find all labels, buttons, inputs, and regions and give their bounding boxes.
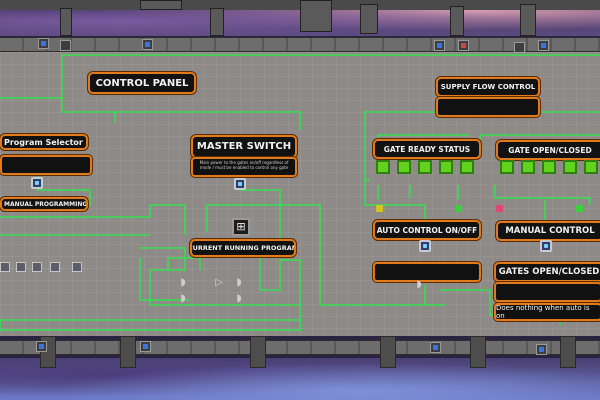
program-button[interactable] xyxy=(32,262,42,272)
manual-programming-label: MANUAL PROGRAMMING ON/OFF xyxy=(0,197,88,211)
hull-pillar xyxy=(450,6,464,36)
logic-gate-icon[interactable]: ▷ xyxy=(215,277,223,288)
program-button[interactable] xyxy=(16,262,26,272)
conduit-port xyxy=(434,40,445,51)
master-switch-label: MASTER SWITCH xyxy=(191,135,297,158)
hull-pillar xyxy=(360,4,378,34)
conduit-port xyxy=(142,39,153,50)
conduit-port xyxy=(36,341,47,352)
wire xyxy=(61,98,301,130)
hull-panel xyxy=(140,0,182,10)
current-running-program-label: CURRENT RUNNING PROGRAM xyxy=(190,239,296,257)
program-button[interactable] xyxy=(0,262,10,272)
gate-open-block xyxy=(521,160,535,174)
program-selector-label: Program Selector xyxy=(0,134,88,150)
program-button[interactable] xyxy=(72,262,82,272)
conduit-port xyxy=(38,38,49,49)
gate-open-closed-label: GATE OPEN/CLOSED xyxy=(496,140,600,160)
status-led xyxy=(376,205,383,212)
conduit-port xyxy=(60,40,71,51)
supply-flow-control-label: SUPPLY FLOW CONTROL xyxy=(436,77,540,97)
status-led xyxy=(455,205,462,212)
status-led xyxy=(576,205,583,212)
wire xyxy=(139,258,190,301)
conduit-port xyxy=(538,40,549,51)
gate-ready-block xyxy=(418,160,432,174)
space-background-bottom xyxy=(0,358,600,400)
master-switch-desc: Main power to the gates on/off regardles… xyxy=(191,157,297,177)
auto-control-sensor-icon[interactable] xyxy=(419,240,431,252)
gate-open-block xyxy=(542,160,556,174)
conduit-port xyxy=(514,42,525,53)
does-nothing-note: Does nothing when auto is on xyxy=(494,303,600,321)
hull-pillar xyxy=(520,4,536,36)
auto-control-label: AUTO CONTROL ON/OFF xyxy=(373,220,481,240)
wire xyxy=(167,257,201,270)
conduit-port xyxy=(430,342,441,353)
lower-strut xyxy=(250,336,266,368)
gate-ready-block xyxy=(376,160,390,174)
lower-strut xyxy=(120,336,136,368)
hull-pillar xyxy=(300,0,332,32)
gate-ready-status-label: GATE READY STATUS xyxy=(373,139,481,159)
wire xyxy=(206,204,445,306)
lower-strut xyxy=(560,336,576,368)
logic-gate-icon[interactable]: ◗ xyxy=(236,293,242,304)
conduit-port xyxy=(458,40,469,51)
conduit-port xyxy=(536,344,547,355)
gate-ready-block xyxy=(439,160,453,174)
program-selector-sensor-icon[interactable] xyxy=(31,177,43,189)
gate-open-block xyxy=(584,160,598,174)
gate-ready-block xyxy=(397,160,411,174)
wire xyxy=(0,54,600,99)
wire xyxy=(479,134,600,140)
master-switch-sensor-icon[interactable] xyxy=(234,178,246,190)
wire xyxy=(377,134,470,140)
conduit-port xyxy=(140,341,151,352)
auto-control-desc xyxy=(373,262,481,282)
gate-open-block xyxy=(563,160,577,174)
gate-ready-block xyxy=(460,160,474,174)
program-selector-desc xyxy=(0,155,92,175)
logic-gate-icon[interactable]: ◗ xyxy=(180,293,186,304)
program-button[interactable] xyxy=(50,262,60,272)
wire xyxy=(0,255,301,331)
manual-control-label: MANUAL CONTROL xyxy=(496,221,600,241)
logic-gate-icon[interactable]: ◗ xyxy=(416,279,422,290)
supply-flow-desc xyxy=(436,97,540,117)
gates-open-closed-desc xyxy=(494,282,600,302)
logic-gate-icon[interactable]: ◗ xyxy=(180,277,186,288)
manual-control-sensor-icon[interactable] xyxy=(540,240,552,252)
gates-open-closed-label: GATES OPEN/CLOSED xyxy=(494,262,600,282)
lower-strut xyxy=(380,336,396,368)
wire xyxy=(494,185,591,205)
status-led xyxy=(496,205,503,212)
control-panel-label: CONTROL PANEL xyxy=(88,72,196,94)
logic-gate-icon[interactable]: ◗ xyxy=(236,277,242,288)
hull-pillar xyxy=(210,8,224,36)
wire xyxy=(0,204,186,235)
gate-open-block xyxy=(500,160,514,174)
power-switch-icon[interactable]: ⊞ xyxy=(232,218,250,236)
hull-pillar xyxy=(60,8,72,36)
lower-strut xyxy=(470,336,486,368)
